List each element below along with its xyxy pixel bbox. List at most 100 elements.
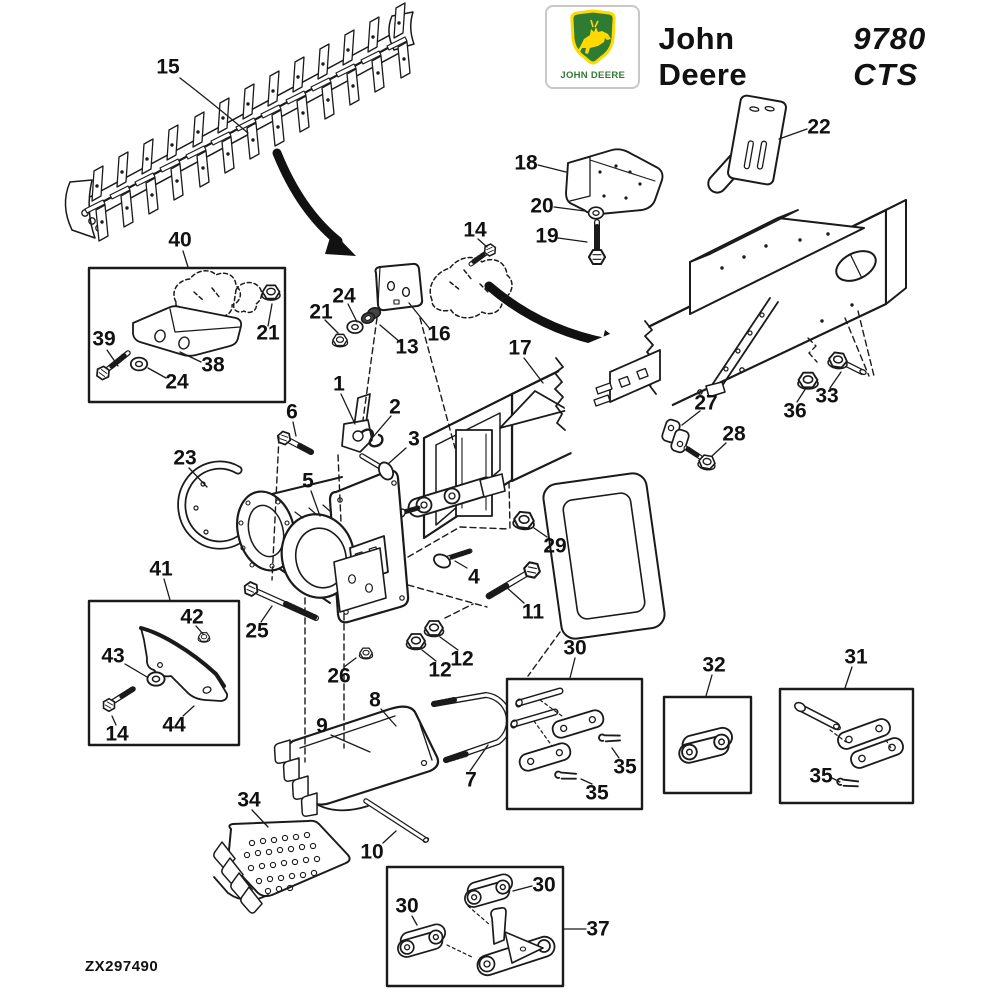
bolt-28 (683, 445, 718, 472)
nut-26 (358, 647, 374, 660)
page-header: JOHN DEERE John Deere 9780 CTS (545, 5, 1000, 93)
washer-24 (129, 356, 149, 372)
part-callout-6: 6 (286, 400, 298, 424)
page-title-model: 9780 CTS (853, 21, 927, 92)
mount-plate-16-group (331, 242, 513, 348)
part-callout-8: 8 (369, 688, 381, 712)
part-callout-5: 5 (302, 469, 314, 493)
part-callout-38: 38 (201, 353, 225, 377)
part-callout-27: 27 (694, 391, 718, 415)
part-callout-13: 13 (395, 335, 419, 359)
bolt-14 (468, 242, 499, 267)
rod-10 (363, 798, 430, 843)
part-callout-36: 36 (783, 399, 807, 423)
part-callout-1: 1 (333, 372, 345, 396)
part-callout-10: 10 (360, 840, 384, 864)
part-callout-34: 34 (237, 788, 261, 812)
bracket-18 (565, 148, 664, 216)
pin-3 (359, 453, 395, 481)
drum-mount-plates (333, 535, 389, 613)
part-callout-3: 3 (408, 427, 420, 451)
part-callout-12: 12 (450, 647, 474, 671)
inset-box-30 (505, 677, 644, 811)
bolt-33 (826, 350, 867, 376)
blade-44 (139, 626, 229, 702)
bolt-25 (241, 579, 319, 621)
logo-caption: JOHN DEERE (560, 70, 626, 81)
bolt-11 (485, 560, 543, 600)
washer-43 (146, 671, 166, 687)
part-callout-19: 19 (535, 224, 559, 248)
part-callout-35: 35 (613, 755, 637, 779)
part-callout-2: 2 (389, 395, 401, 419)
part-callout-20: 20 (530, 194, 554, 218)
center-hardware (241, 393, 543, 660)
nut-21 (331, 333, 349, 348)
part-callout-26: 26 (327, 664, 351, 688)
conveyor-chain-15 (64, 2, 415, 242)
shield-9 (271, 705, 440, 819)
u-bolt-7 (431, 692, 512, 763)
part-callout-11: 11 (521, 600, 545, 624)
inset-box-40 (87, 266, 287, 404)
part-callout-35: 35 (585, 781, 609, 805)
part-callout-14: 14 (105, 722, 129, 746)
bolt-6 (274, 429, 314, 455)
nut-12 (405, 633, 427, 651)
part-callout-18: 18 (514, 151, 538, 175)
part-callout-33: 33 (815, 384, 839, 408)
part-callout-31: 31 (844, 645, 868, 669)
slat-assembly-37 (476, 906, 556, 977)
part-callout-9: 9 (316, 714, 328, 738)
part-callout-16: 16 (427, 322, 451, 346)
part-callout-35: 35 (809, 764, 833, 788)
nut-42 (197, 632, 211, 643)
flow-arrow-left (272, 148, 356, 256)
clip-23 (177, 460, 251, 550)
phantom-part-outline (429, 256, 513, 319)
part-callout-21: 21 (309, 300, 333, 324)
strap-22 (707, 94, 787, 194)
drum-assembly-5 (177, 460, 666, 640)
flange-nut-29 (511, 510, 537, 532)
part-callout-23: 23 (173, 446, 197, 470)
part-callout-29: 29 (543, 534, 567, 558)
drawing-number: ZX297490 (85, 958, 159, 975)
part-callout-7: 7 (465, 768, 477, 792)
part-callout-22: 22 (807, 115, 831, 139)
part-callout-25: 25 (245, 619, 269, 643)
inset-box-37 (385, 865, 565, 988)
bracket-38 (132, 305, 243, 357)
part-callout-32: 32 (702, 653, 726, 677)
part-callout-24: 24 (332, 284, 356, 308)
part-callout-41: 41 (149, 557, 173, 581)
leader-lines (106, 77, 853, 930)
part-callout-24: 24 (165, 370, 189, 394)
bolt-39 (93, 350, 131, 383)
connector-link-30 (510, 687, 605, 772)
nut-21 (261, 284, 281, 301)
part-callout-30: 30 (532, 873, 556, 897)
frame-hardware (661, 350, 867, 472)
nut-12 (423, 620, 445, 638)
part-callout-15: 15 (156, 55, 180, 79)
part-callout-17: 17 (508, 336, 532, 360)
part-callout-28: 28 (722, 422, 746, 446)
page-title-brand: John Deere (658, 21, 748, 92)
part-callout-37: 37 (586, 917, 610, 941)
perforated-plate-34 (208, 819, 351, 917)
washer-24 (346, 320, 364, 334)
part-callout-14: 14 (463, 218, 487, 242)
plate-16 (374, 262, 424, 312)
part-callout-12: 12 (428, 658, 452, 682)
frame-mid-bracket (593, 349, 661, 407)
inset-box-32 (662, 695, 753, 795)
john-deere-logo: JOHN DEERE (545, 5, 641, 89)
part-callout-21: 21 (256, 321, 280, 345)
torque-frame (542, 472, 666, 640)
part-callout-30: 30 (395, 894, 419, 918)
carriage-bolt-4 (433, 548, 473, 569)
part-callout-30: 30 (563, 636, 587, 660)
